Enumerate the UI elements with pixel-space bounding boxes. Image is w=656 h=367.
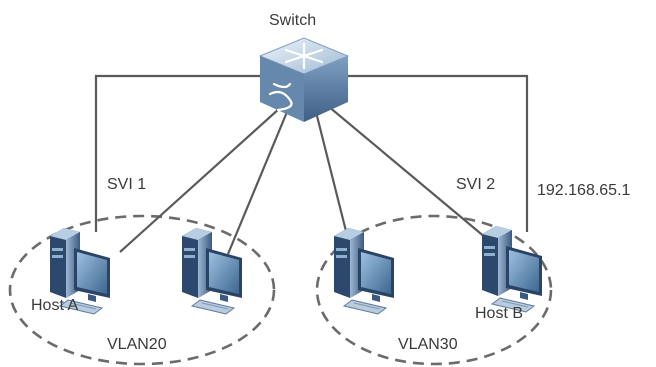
switch-icon — [258, 37, 350, 122]
pc-icon-host-b — [481, 225, 543, 313]
link-host-2 — [226, 111, 289, 255]
svi2-label: SVI 2 — [456, 176, 496, 193]
pc-icon-host-3 — [333, 227, 395, 315]
host-a-label: Host A — [31, 297, 79, 314]
switch-label: Switch — [269, 12, 317, 29]
vlan30-boundary — [315, 214, 553, 366]
link-host-a-monitor — [119, 107, 281, 253]
vlan30-label: VLAN30 — [398, 336, 458, 353]
link-host-b — [327, 105, 499, 249]
svi2-link — [345, 74, 529, 232]
svi1-link — [94, 74, 262, 232]
vlan20-label: VLAN20 — [107, 336, 167, 353]
svi1-label: SVI 1 — [107, 176, 147, 193]
host-b-label: Host B — [475, 305, 524, 322]
vlan20-boundary — [8, 214, 276, 366]
ip-address-label: 192.168.65.1 — [537, 182, 631, 199]
